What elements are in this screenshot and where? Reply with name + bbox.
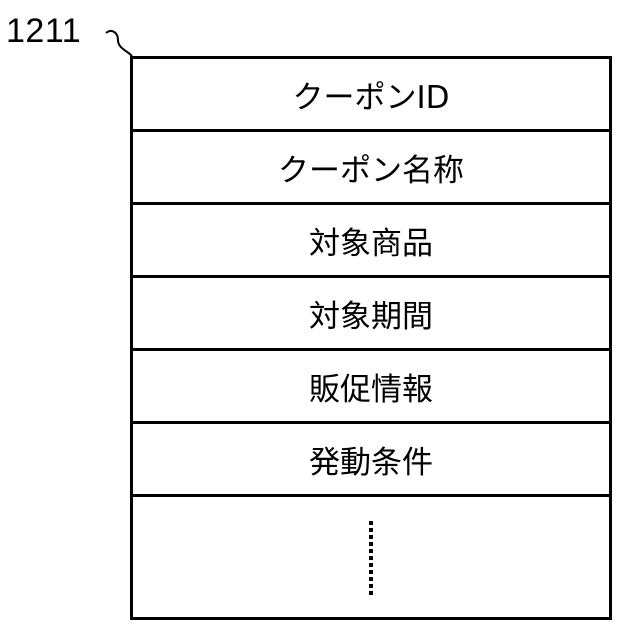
row-label: 対象商品 bbox=[309, 218, 433, 263]
row-label: クーポン名称 bbox=[278, 145, 464, 190]
row-label: 販促情報 bbox=[309, 364, 433, 409]
reference-label: 1211 bbox=[6, 14, 81, 48]
table-row-coupon-id: クーポンID bbox=[133, 59, 609, 132]
row-label: クーポンID bbox=[292, 72, 449, 117]
table-row-promotion-info: 販促情報 bbox=[133, 351, 609, 424]
row-label: 対象期間 bbox=[309, 291, 433, 336]
table-row-target-period: 対象期間 bbox=[133, 278, 609, 351]
table-row-trigger-condition: 発動条件 bbox=[133, 424, 609, 497]
data-structure-table: クーポンID クーポン名称 対象商品 対象期間 販促情報 発動条件 bbox=[130, 56, 612, 620]
row-label: 発動条件 bbox=[309, 437, 433, 482]
table-row-continuation bbox=[133, 497, 609, 617]
vertical-ellipsis-icon bbox=[369, 521, 373, 595]
table-row-target-product: 対象商品 bbox=[133, 205, 609, 278]
table-row-coupon-name: クーポン名称 bbox=[133, 132, 609, 205]
